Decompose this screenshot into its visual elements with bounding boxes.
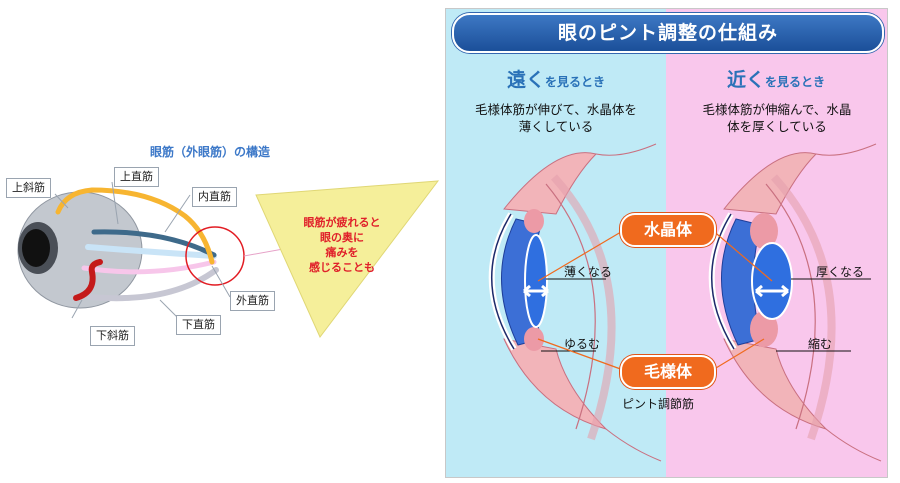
far-eye-cross-section — [488, 143, 662, 462]
muscle-diagram-title: 眼筋（外眼筋）の構造 — [150, 145, 271, 159]
lateral-rectus-muscle — [81, 259, 217, 275]
near-description-line: 毛様体筋が伸縮んで、水晶 — [702, 102, 852, 117]
inferior-oblique-muscle — [73, 259, 103, 301]
far-heading: 遠くを見るとき — [446, 65, 666, 92]
label-inferior-rectus: 下直筋 — [176, 315, 221, 335]
inferior-rectus-muscle — [87, 267, 219, 302]
near-description-line: 体を厚くしている — [727, 119, 827, 134]
far-heading-sub: を見るとき — [545, 75, 606, 89]
far-description-line: 薄くしている — [518, 119, 594, 134]
ciliary-body-label: 毛様体 — [620, 355, 716, 389]
callout-line: 眼の奥に — [320, 231, 364, 244]
far-heading-main: 遠く — [506, 69, 545, 91]
label-lateral-rectus: 外直筋 — [230, 291, 275, 311]
focus-mechanism-panel: 眼のピント調整の仕組み 遠くを見るとき 近くを見るとき 毛様体筋が伸びて、水晶体… — [445, 8, 888, 478]
callout-text: 眼筋が疲れると 眼の奥に 痛みを 感じることも — [296, 215, 388, 275]
callout-line: 眼筋が疲れると — [303, 216, 381, 229]
near-heading-main: 近く — [726, 69, 765, 91]
near-heading-sub: を見るとき — [765, 75, 826, 89]
panel-title: 眼のピント調整の仕組み — [557, 22, 778, 44]
medial-rectus-muscle — [85, 244, 217, 259]
far-lens — [524, 234, 548, 328]
near-muscle-note: 縮む — [808, 337, 833, 351]
label-superior-oblique: 上斜筋 — [6, 178, 51, 198]
near-description: 毛様体筋が伸縮んで、水晶 体を厚くしている — [677, 101, 877, 135]
far-description: 毛様体筋が伸びて、水晶体を 薄くしている — [456, 101, 656, 135]
far-lens-note: 薄くなる — [564, 265, 613, 279]
callout-triangle — [255, 180, 440, 338]
lens-label: 水晶体 — [620, 213, 716, 247]
superior-oblique-muscle — [55, 187, 215, 265]
pupil — [22, 229, 50, 267]
callout-line: 感じることも — [309, 261, 375, 274]
near-heading: 近くを見るとき — [666, 65, 886, 92]
label-superior-rectus: 上直筋 — [114, 167, 159, 187]
eye-cross-section-illustration — [488, 143, 882, 462]
far-muscle-note: ゆるむ — [564, 337, 601, 351]
near-lens-note: 厚くなる — [816, 265, 865, 279]
superior-rectus-muscle — [91, 229, 217, 258]
near-eye-cross-section — [708, 143, 882, 462]
callout-line: 痛みを — [325, 246, 359, 259]
label-medial-rectus: 内直筋 — [192, 187, 237, 207]
far-description-line: 毛様体筋が伸びて、水晶体を — [475, 102, 637, 117]
ciliary-muscle-note: ピント調節筋 — [622, 397, 695, 411]
panel-header: 眼のピント調整の仕組み — [452, 13, 884, 53]
label-inferior-oblique: 下斜筋 — [90, 326, 135, 346]
